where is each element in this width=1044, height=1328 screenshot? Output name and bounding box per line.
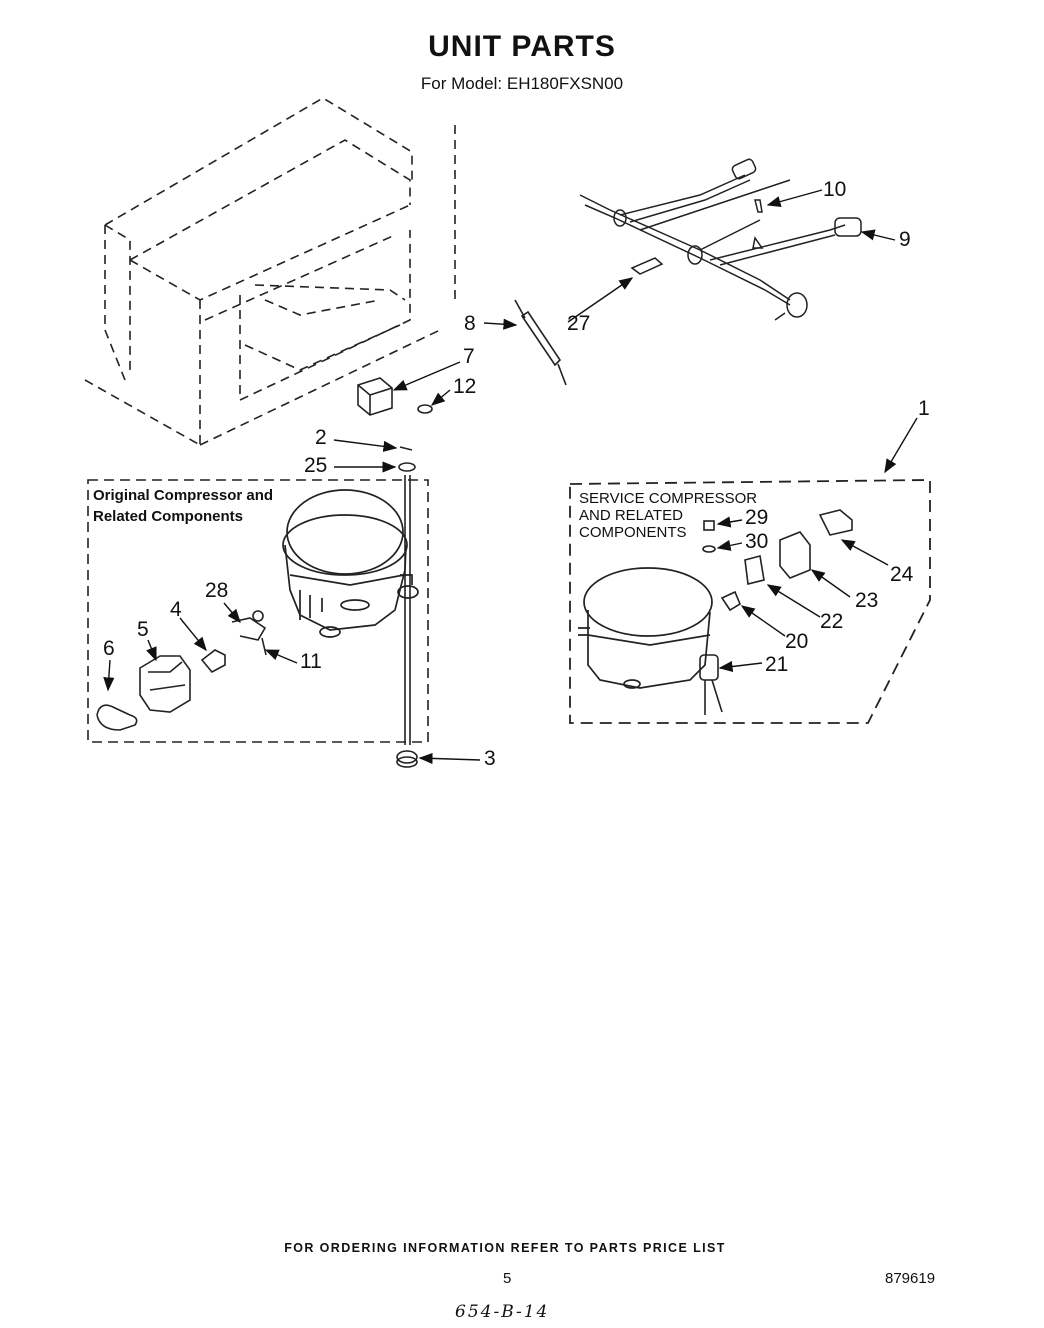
callout-5: 5 (137, 618, 149, 641)
callout-1: 1 (918, 397, 930, 420)
callout-11: 11 (300, 650, 322, 673)
callout-leaders (103, 189, 918, 765)
callout-30: 30 (745, 530, 769, 553)
document-number: 879619 (885, 1270, 936, 1287)
original-small-parts (96, 610, 267, 731)
callout-23: 23 (855, 589, 879, 612)
callout-9: 9 (899, 228, 911, 251)
callout-24: 24 (890, 563, 914, 586)
callout-21: 21 (765, 653, 789, 676)
callout-25: 25 (304, 454, 328, 477)
service-compressor (578, 567, 713, 689)
mounting-stud (396, 446, 418, 768)
service-group-label-line-3: COMPONENTS (579, 524, 687, 541)
handwritten-note: 654-B-14 (455, 1302, 550, 1322)
callout-3: 3 (484, 747, 496, 770)
relay-part (357, 377, 433, 416)
original-group-label-line-1: Original Compressor and (93, 487, 274, 504)
callout-22: 22 (820, 610, 844, 633)
callout-12: 12 (453, 375, 477, 398)
original-group-box (87, 479, 429, 743)
page-number: 5 (503, 1270, 512, 1287)
callout-2: 2 (315, 426, 327, 449)
callout-6: 6 (103, 637, 115, 660)
callout-20: 20 (785, 630, 809, 653)
service-group-label-line-2: AND RELATED (579, 507, 683, 524)
callout-28: 28 (205, 579, 229, 602)
callout-29: 29 (745, 506, 769, 529)
original-group-label-line-2: Related Components (93, 508, 244, 525)
cabinet-outline (84, 97, 456, 446)
model-subtitle: For Model: EH180FXSN00 (420, 74, 624, 93)
callout-10: 10 (823, 178, 847, 201)
wiring-harness (579, 158, 862, 321)
callout-4: 4 (170, 598, 182, 621)
service-small-parts (699, 509, 853, 715)
ordering-note: FOR ORDERING INFORMATION REFER TO PARTS … (284, 1241, 726, 1255)
callout-7: 7 (463, 345, 475, 368)
service-group-box (569, 479, 931, 724)
original-compressor (282, 489, 419, 638)
drier-part (514, 299, 567, 386)
callout-27: 27 (567, 312, 591, 335)
service-group-label: SERVICE COMPRESSOR AND RELATED COMPONENT… (579, 490, 757, 541)
callout-8: 8 (464, 312, 476, 335)
page-title: UNIT PARTS (428, 30, 616, 63)
original-group-label: Original Compressor and Related Componen… (93, 485, 273, 527)
service-group-label-line-1: SERVICE COMPRESSOR (579, 490, 758, 507)
